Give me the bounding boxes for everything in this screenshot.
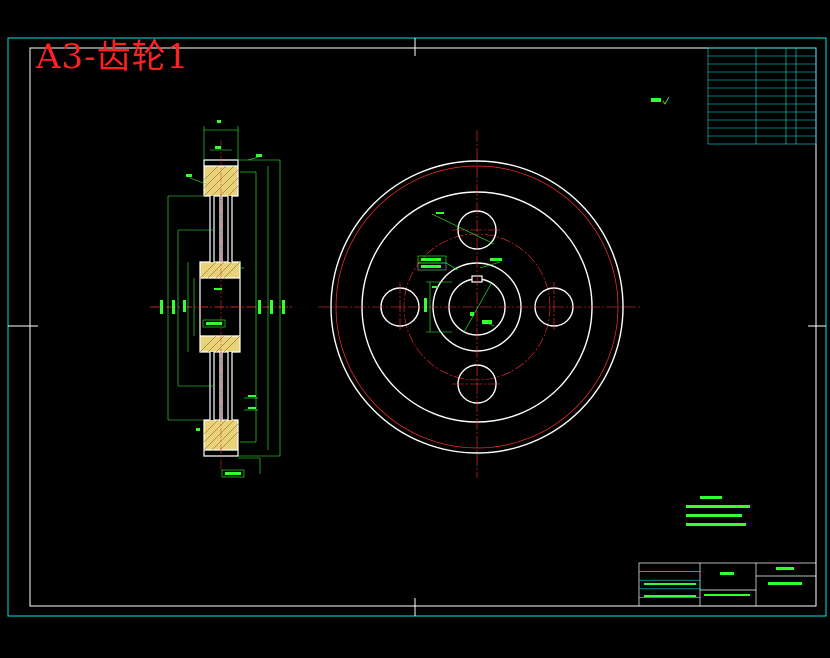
section-dimension-ticks	[160, 120, 285, 475]
roughness-note	[651, 96, 670, 105]
drawing-title: A3-齿轮1	[36, 37, 190, 77]
inner-frame	[29, 47, 817, 607]
title-block-text	[644, 567, 802, 597]
hatch-hub-top	[200, 262, 240, 278]
hatch-hub-bottom	[200, 336, 240, 352]
section-outline	[199, 159, 241, 457]
gear-front-view	[318, 130, 640, 478]
technical-notes	[686, 496, 750, 526]
addendum-circle	[330, 160, 624, 454]
gear-parameter-table	[707, 47, 817, 145]
sheet-border	[7, 37, 827, 617]
centering-marks	[8, 38, 826, 616]
front-dimensions	[417, 213, 501, 333]
gear-section-view	[150, 120, 292, 478]
title-block	[638, 562, 817, 607]
front-center-lines	[318, 130, 640, 478]
front-dimension-ticks	[421, 212, 502, 324]
hatch-lines	[199, 165, 241, 451]
